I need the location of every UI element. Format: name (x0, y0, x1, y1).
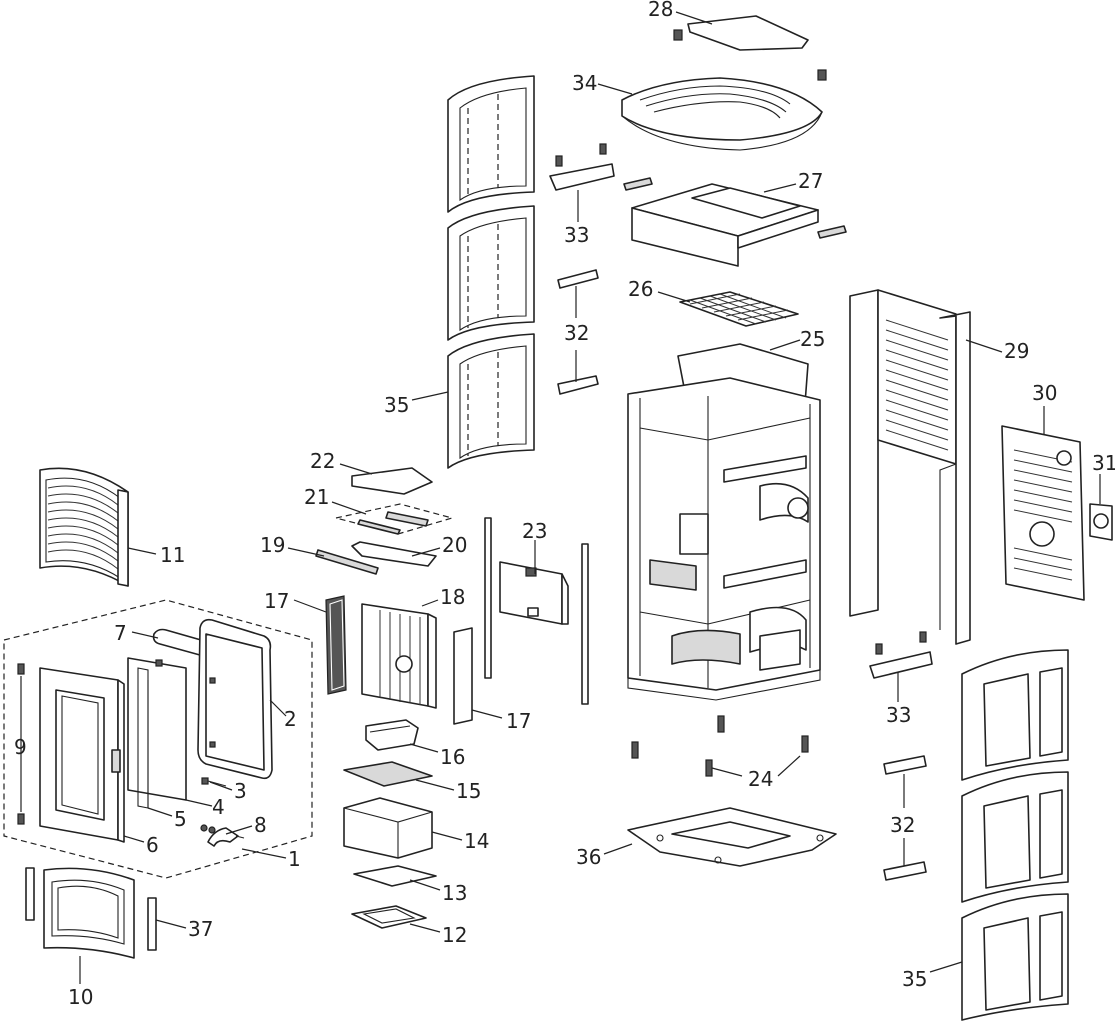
callout-23: 23 (522, 519, 547, 543)
part-13-plate (353, 865, 437, 887)
callout-28: 28 (648, 0, 673, 21)
part-35-side-tiles-left (447, 75, 535, 469)
callout-29: 29 (1004, 339, 1029, 363)
callout-20: 20 (442, 533, 467, 557)
callout-32a: 32 (564, 321, 589, 345)
callout-8: 8 (254, 813, 267, 837)
part-29-rear-panel (849, 289, 971, 645)
callout-27: 27 (798, 169, 823, 193)
callout-25: 25 (800, 327, 825, 351)
part-10-ash-door (43, 867, 135, 959)
callout-32b: 32 (890, 813, 915, 837)
callout-labels: 1 2 3 4 5 6 7 8 9 10 11 12 13 14 15 16 1… (14, 0, 1115, 1009)
callout-19: 19 (260, 533, 285, 557)
part-3-screws (155, 659, 227, 787)
callout-18: 18 (440, 585, 465, 609)
part-16-burn-pot (365, 719, 419, 751)
part-21-baffle-set (335, 503, 455, 535)
callout-17b: 17 (506, 709, 531, 733)
door-assembly-boundary (3, 599, 313, 879)
side-rod-left (484, 517, 492, 679)
callout-3: 3 (234, 779, 247, 803)
callout-15: 15 (456, 779, 481, 803)
callout-34: 34 (572, 71, 597, 95)
callout-5: 5 (174, 807, 187, 831)
callout-36: 36 (576, 845, 601, 869)
part-17-brick-left (325, 595, 347, 695)
part-14-ash-tray (343, 797, 433, 859)
callout-12: 12 (442, 923, 467, 947)
part-33-bracket-lower (869, 631, 933, 679)
part-17-brick-right (453, 627, 473, 725)
callout-4: 4 (212, 795, 225, 819)
callout-9: 9 (14, 735, 27, 759)
callout-21: 21 (304, 485, 329, 509)
callout-30: 30 (1032, 381, 1057, 405)
part-37-brackets (25, 867, 157, 951)
part-36-base-plate (627, 807, 837, 867)
part-27-hopper-frame (631, 183, 847, 267)
callout-22: 22 (310, 449, 335, 473)
callout-35a: 35 (384, 393, 409, 417)
callout-2: 2 (284, 707, 297, 731)
callout-10: 10 (68, 985, 93, 1009)
part-26-hopper-grid (679, 291, 799, 327)
part-28-top-cover (673, 15, 827, 81)
part-25-main-body (627, 343, 821, 701)
callout-37: 37 (188, 917, 213, 941)
part-9-hinge-pins (17, 663, 25, 825)
part-23-control-bracket (499, 561, 569, 625)
side-rod-right (581, 543, 589, 705)
callout-16: 16 (440, 745, 465, 769)
callout-11: 11 (160, 543, 185, 567)
callout-35b: 35 (902, 967, 927, 991)
part-11-front-grille (39, 467, 129, 587)
callout-33b: 33 (886, 703, 911, 727)
part-32-clips-lower (883, 755, 927, 881)
part-33-bracket-upper (549, 143, 653, 191)
part-20-deflector (351, 541, 437, 567)
part-22-plate (351, 467, 433, 495)
callout-14: 14 (464, 829, 489, 853)
part-2-door-gasket (197, 618, 273, 780)
part-34-top-lid (621, 77, 823, 151)
callout-31: 31 (1092, 451, 1115, 475)
callout-24: 24 (748, 767, 773, 791)
part-31-flange (1089, 503, 1113, 541)
callout-33a: 33 (564, 223, 589, 247)
part-15-gasket (343, 761, 433, 787)
part-5-glass-pane (127, 657, 187, 808)
part-8-latch (200, 824, 245, 847)
part-18-firebox-back (361, 603, 437, 709)
part-24-feet (631, 715, 809, 777)
callout-13: 13 (442, 881, 467, 905)
part-30-back-plate (1001, 425, 1085, 601)
callout-7: 7 (114, 621, 127, 645)
callout-17a: 17 (264, 589, 289, 613)
leader-lines (79, 11, 1101, 984)
callout-6: 6 (146, 833, 159, 857)
part-12-frame (351, 905, 427, 929)
part-6-door-frame (39, 667, 125, 843)
part-35-side-tiles-right (961, 649, 1069, 1021)
callout-1: 1 (288, 847, 301, 871)
callout-26: 26 (628, 277, 653, 301)
part-32-clips-upper (557, 269, 599, 395)
